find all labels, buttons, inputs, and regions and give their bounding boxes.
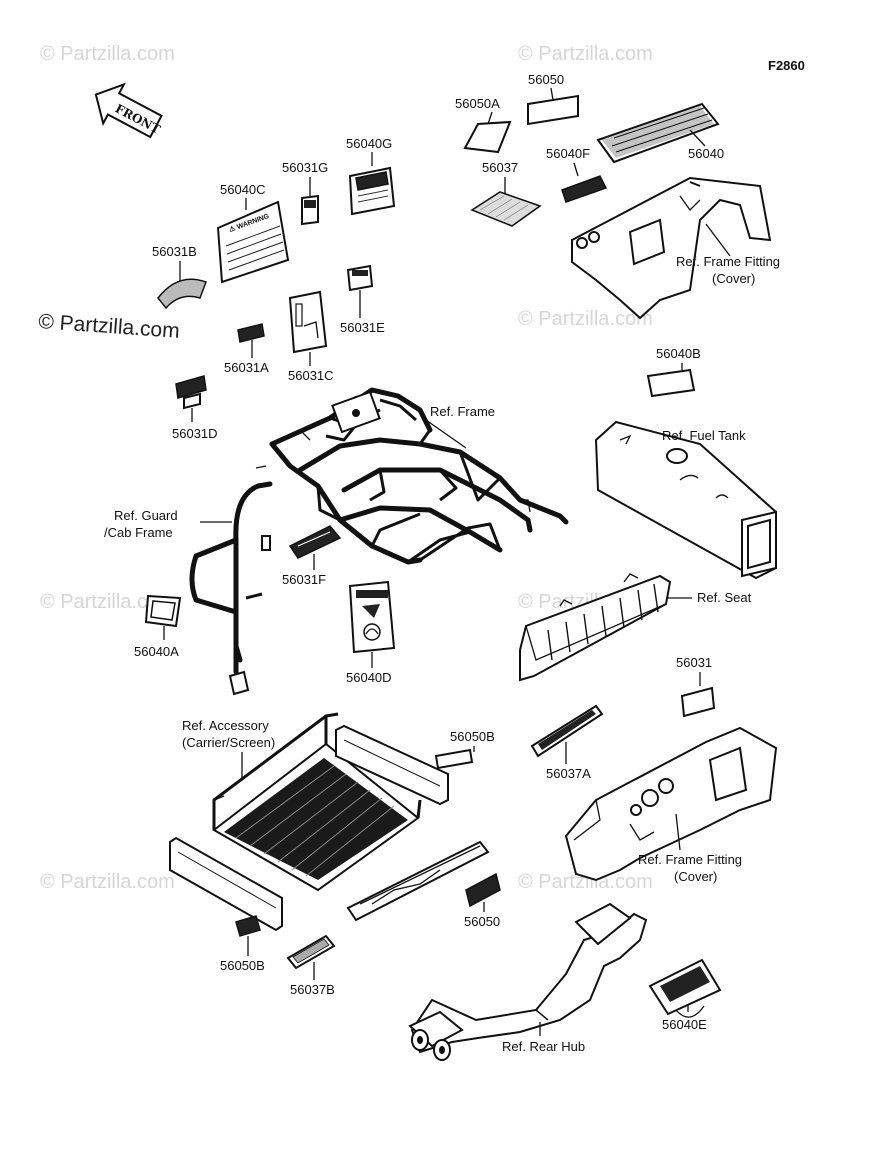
part-number-56050B-bottom: 56050B — [220, 958, 265, 973]
part-number-56040: 56040 — [688, 146, 724, 161]
ref-frame-fitting-top: Ref. Frame Fitting — [676, 254, 780, 269]
decal-56050-bottom — [465, 872, 501, 908]
part-number-56031G: 56031G — [282, 160, 328, 175]
part-number-56037A: 56037A — [546, 766, 591, 781]
decal-56050B-bottom — [235, 915, 261, 937]
decal-56040C: ⚠ WARNING — [216, 200, 290, 284]
watermark: © Partzilla.com — [518, 43, 653, 65]
decal-56031F — [288, 525, 342, 559]
decal-56037B — [286, 934, 336, 970]
part-number-56050A: 56050A — [455, 96, 500, 111]
decal-56031E — [346, 264, 374, 292]
guard-cab-frame — [189, 465, 273, 696]
part-number-56031D: 56031D — [172, 426, 218, 441]
watermark: © Partzilla.com — [518, 871, 653, 893]
ref-rear-hub: Ref. Rear Hub — [502, 1039, 585, 1054]
seat — [519, 573, 672, 682]
decal-56040 — [596, 102, 720, 164]
main-frame — [269, 387, 569, 565]
decal-56040D — [348, 580, 396, 654]
decal-56031D — [175, 375, 207, 410]
decal-56037 — [470, 191, 542, 227]
ref-frame-fitting-bottom-sub: (Cover) — [674, 869, 717, 884]
tailgate-bottom — [346, 840, 490, 922]
part-number-56050-bottom: 56050 — [464, 914, 500, 929]
fuel-tank — [594, 420, 777, 580]
watermark: © Partzilla.com — [40, 871, 175, 893]
part-number-56031C: 56031C — [288, 368, 334, 383]
front-arrow-icon: FRONT — [94, 82, 163, 139]
decal-56031C — [288, 290, 328, 354]
watermark: © Partzilla.com — [518, 308, 653, 330]
ref-fuel-tank: Ref. Fuel Tank — [662, 428, 746, 443]
part-number-56040G: 56040G — [346, 136, 392, 151]
ref-seat: Ref. Seat — [697, 590, 752, 605]
part-number-56040D: 56040D — [346, 670, 392, 685]
part-number-56040F: 56040F — [546, 146, 590, 161]
part-number-56031E: 56031E — [340, 320, 385, 335]
ref-guard: Ref. Guard — [114, 508, 178, 523]
part-number-56031B: 56031B — [152, 244, 197, 259]
part-number-56037: 56037 — [482, 160, 518, 175]
rear-hub — [408, 902, 648, 1061]
decal-56050B-top — [434, 748, 474, 770]
part-number-56040B: 56040B — [656, 346, 701, 361]
part-number-56040C: 56040C — [220, 182, 266, 197]
side-panel-right — [335, 724, 449, 806]
tailgate-left — [169, 836, 283, 932]
figure-code: F2860 — [768, 58, 805, 73]
ref-frame-fitting-bottom: Ref. Frame Fitting — [638, 852, 742, 867]
decal-56037A — [530, 704, 604, 758]
ref-frame: Ref. Frame — [430, 404, 495, 419]
part-number-56031: 56031 — [676, 655, 712, 670]
decal-56040F — [561, 175, 608, 203]
decal-56050 — [527, 94, 579, 126]
decal-56040A — [144, 594, 182, 628]
part-number-56037B: 56037B — [290, 982, 335, 997]
decal-56031B — [157, 278, 207, 310]
part-number-56040E: 56040E — [662, 1017, 707, 1032]
ref-frame-fitting-top-sub: (Cover) — [712, 271, 755, 286]
part-number-56031F: 56031F — [282, 572, 326, 587]
watermark: © Partzilla.com — [40, 43, 175, 65]
ref-accessory-sub: (Carrier/Screen) — [182, 735, 275, 750]
ref-accessory: Ref. Accessory — [182, 718, 269, 733]
cargo-bed — [212, 712, 422, 892]
frame-fitting-cover-bottom — [564, 726, 778, 882]
decal-56040B — [646, 368, 696, 398]
part-number-56050: 56050 — [528, 72, 564, 87]
decal-56031 — [680, 686, 716, 718]
frame-fitting-cover-top — [571, 176, 772, 320]
part-number-56031A: 56031A — [224, 360, 269, 375]
decal-56031A — [237, 323, 265, 343]
decal-56040E — [648, 958, 722, 1018]
part-number-56050B-top: 56050B — [450, 729, 495, 744]
watermark: © Partzilla.com — [40, 591, 175, 613]
decal-56050A — [463, 120, 512, 154]
ref-cab-frame: /Cab Frame — [104, 525, 173, 540]
part-number-56040A: 56040A — [134, 644, 179, 659]
watermark-main: © Partzilla.com — [38, 310, 181, 343]
